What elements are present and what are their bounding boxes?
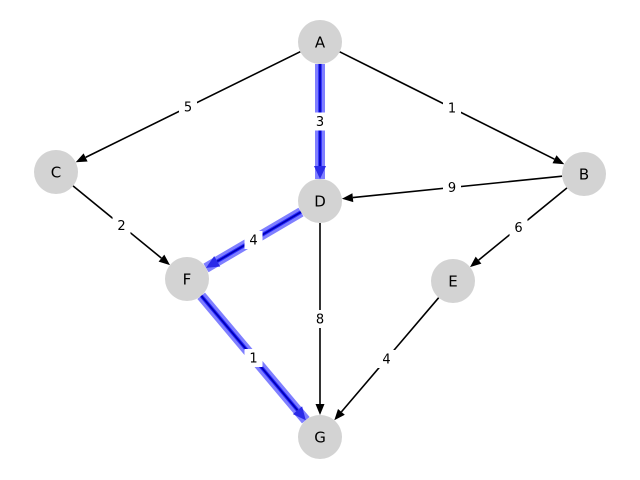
edge-weight-bbox: [443, 99, 461, 117]
edge-weight-label: 6: [514, 221, 522, 236]
node-label-C: C: [51, 164, 61, 182]
arrowhead-icon: [334, 409, 345, 421]
node-circle-F: [165, 257, 209, 301]
node-label-E: E: [448, 273, 457, 291]
edge-weight-C-F: 2: [112, 216, 131, 235]
node-A: A: [298, 20, 342, 64]
node-B: B: [562, 152, 606, 196]
edge-weight-B-D: 9: [443, 178, 461, 197]
edge-weight-E-G: 4: [377, 350, 396, 368]
edge-weight-bbox: [244, 349, 263, 367]
edge-weight-A-B: 1: [443, 99, 461, 117]
arrowhead-icon: [314, 166, 326, 179]
node-layer: A B C D E F G: [34, 20, 606, 459]
node-label-G: G: [314, 429, 326, 447]
edge-weight-A-D: 3: [311, 112, 329, 131]
arrowhead-icon: [315, 404, 325, 415]
node-label-F: F: [183, 271, 192, 289]
edge-weight-bbox: [112, 216, 131, 235]
edge-weight-A-C: 5: [179, 98, 197, 116]
node-circle-D: [298, 179, 342, 223]
node-circle-C: [34, 150, 78, 194]
arrowhead-icon: [206, 256, 221, 268]
arrowhead-icon: [341, 193, 354, 203]
node-C: C: [34, 150, 78, 194]
edge-label-layer: 5 1 3 9 6 2 4 8 4 1: [112, 98, 528, 368]
node-G: G: [298, 415, 342, 459]
edge-weight-D-G: 8: [311, 310, 329, 328]
node-label-B: B: [579, 166, 589, 184]
arrowhead-icon: [470, 256, 482, 268]
edge-weight-bbox: [509, 218, 528, 237]
node-F: F: [165, 257, 209, 301]
edge-weight-label: 9: [448, 181, 456, 196]
edge-weight-bbox: [179, 98, 197, 116]
edge-weight-D-F: 4: [244, 231, 263, 249]
arrowhead-icon: [292, 406, 306, 421]
edge-weight-F-G: 1: [244, 349, 263, 367]
edge-weight-label: 4: [382, 353, 390, 368]
arrowhead-icon: [552, 155, 565, 165]
edge-weight-label: 5: [184, 101, 192, 116]
edge-weight-bbox: [311, 310, 329, 328]
edge-weight-bbox: [443, 178, 461, 197]
node-label-A: A: [315, 34, 326, 52]
node-E: E: [431, 259, 475, 303]
node-circle-G: [298, 415, 342, 459]
edge-weight-bbox: [377, 350, 396, 368]
node-circle-A: [298, 20, 342, 64]
edge-weight-label: 3: [316, 115, 324, 130]
arrowhead-icon: [158, 254, 170, 266]
edge-weight-label: 4: [249, 234, 257, 249]
node-circle-E: [431, 259, 475, 303]
node-label-D: D: [314, 193, 326, 211]
edge-weight-label: 1: [249, 352, 257, 367]
edge-weight-label: 2: [117, 219, 125, 234]
edge-weight-label: 8: [316, 313, 324, 328]
edge-weight-B-E: 6: [509, 218, 528, 237]
edge-weight-bbox: [244, 231, 263, 249]
edge-weight-bbox: [311, 112, 329, 131]
node-circle-B: [562, 152, 606, 196]
node-D: D: [298, 179, 342, 223]
arrowhead-icon: [75, 153, 88, 163]
edge-weight-label: 1: [448, 102, 456, 117]
